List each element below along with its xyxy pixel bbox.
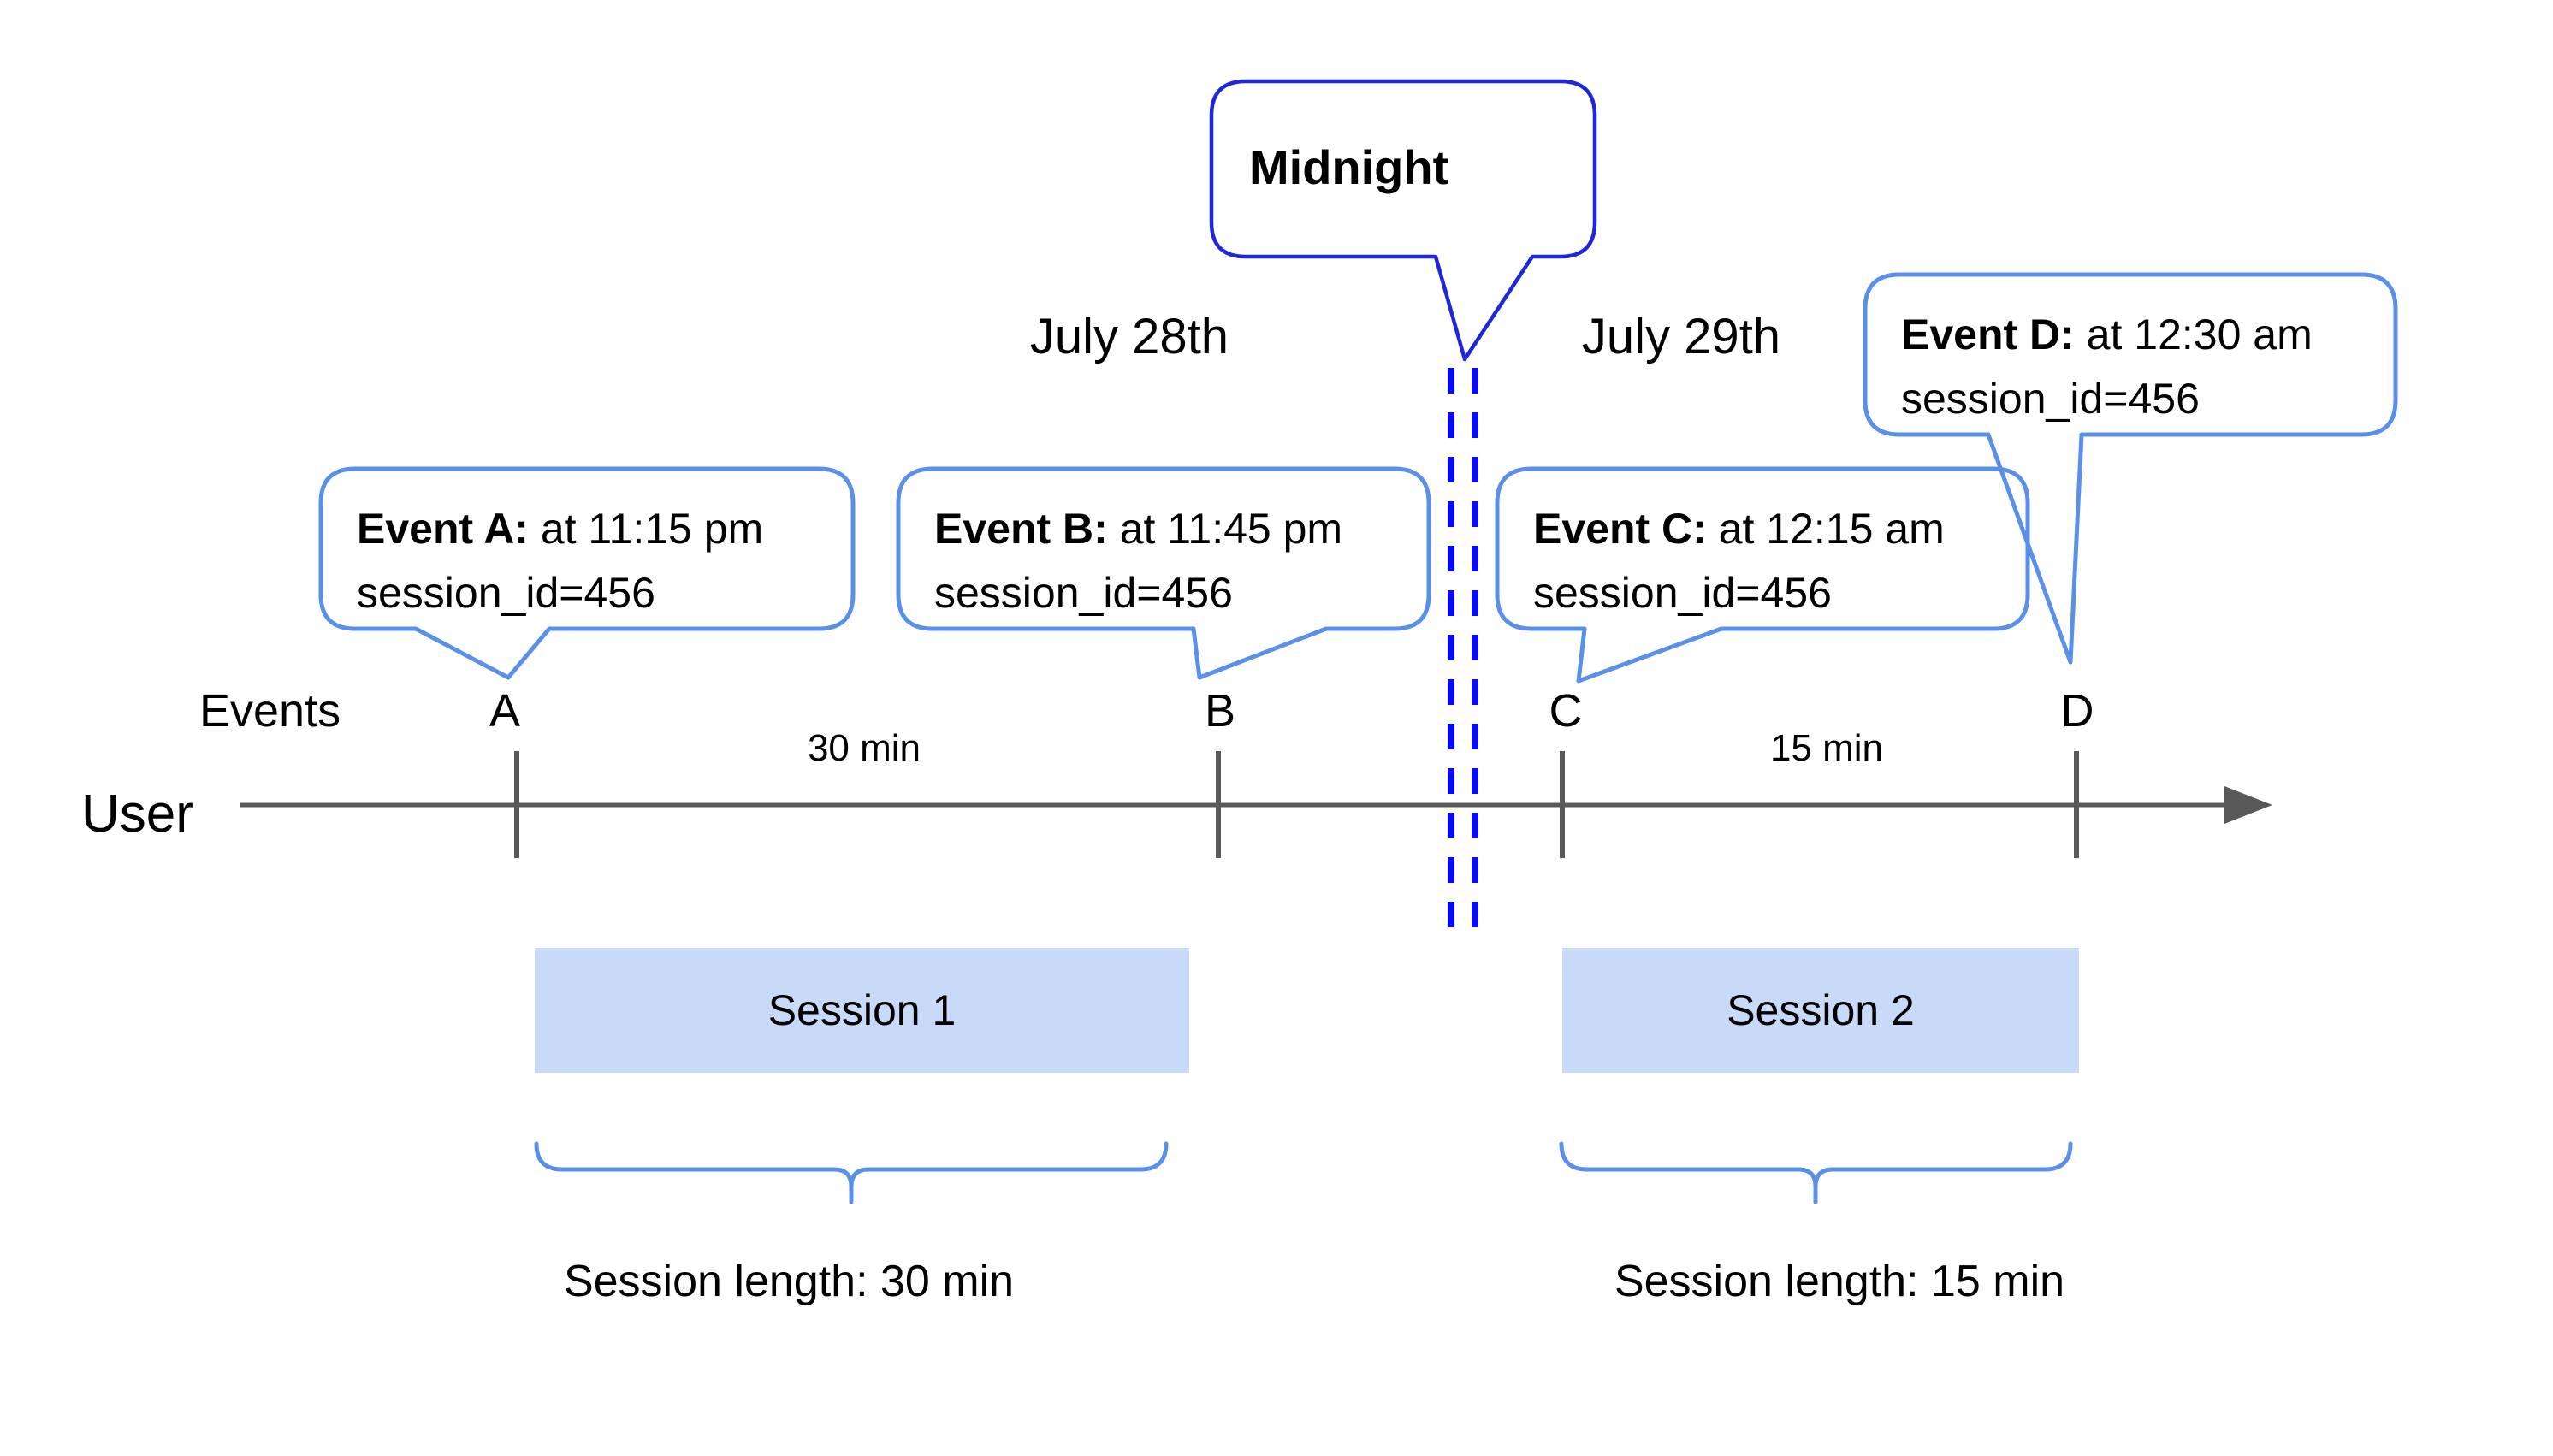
event-c-line2: session_id=456: [1533, 569, 1832, 617]
event-d-text: Event D: at 12:30 am session_id=456: [1901, 303, 2313, 431]
event-a-bubble: [318, 466, 856, 680]
event-b-line2: session_id=456: [934, 569, 1233, 617]
midnight-label: Midnight: [1249, 140, 1449, 194]
session-1-brace: [534, 1141, 1169, 1204]
event-a-text: Event A: at 11:15 pm session_id=456: [357, 497, 763, 625]
session-1-label: Session 1: [767, 986, 957, 1034]
interval-15min-label: 15 min: [1769, 727, 1884, 769]
event-b-text: Event B: at 11:45 pm session_id=456: [934, 497, 1342, 625]
event-d-line2: session_id=456: [1901, 375, 2200, 423]
event-c-line1: Event C: at 12:15 am: [1533, 505, 1945, 553]
session-2-box: Session 2: [1562, 948, 2079, 1073]
session-1-length-label: Session length: 30 min: [563, 1257, 1015, 1306]
event-b-line1: Event B: at 11:45 pm: [934, 505, 1343, 553]
tick-label-b: B: [1204, 685, 1236, 737]
event-a-line2: session_id=456: [357, 569, 655, 617]
session-2-length-label: Session length: 15 min: [1614, 1257, 2065, 1306]
event-d-bubble: [1863, 272, 2398, 665]
event-d-line1: Event D: at 12:30 am: [1901, 311, 2313, 358]
event-c-text: Event C: at 12:15 am session_id=456: [1533, 497, 1945, 625]
tick-label-d: D: [2060, 685, 2094, 737]
tick-label-c: C: [1549, 685, 1583, 737]
user-axis-label: User: [81, 784, 193, 843]
tick-label-a: A: [489, 685, 521, 737]
date-july-28: July 28th: [1029, 309, 1229, 364]
session-1-box: Session 1: [535, 948, 1189, 1073]
event-c-bubble: [1495, 466, 2030, 684]
interval-30min-label: 30 min: [807, 727, 921, 769]
session-2-brace: [1559, 1141, 2073, 1204]
timeline-arrowhead: [2224, 786, 2272, 824]
event-b-bubble: [896, 466, 1431, 680]
midnight-callout-bubble: [1209, 79, 1597, 362]
events-row-label: Events: [199, 685, 341, 737]
date-july-29: July 29th: [1581, 309, 1781, 364]
event-a-line1: Event A: at 11:15 pm: [357, 505, 764, 553]
session-2-label: Session 2: [1727, 986, 1915, 1034]
